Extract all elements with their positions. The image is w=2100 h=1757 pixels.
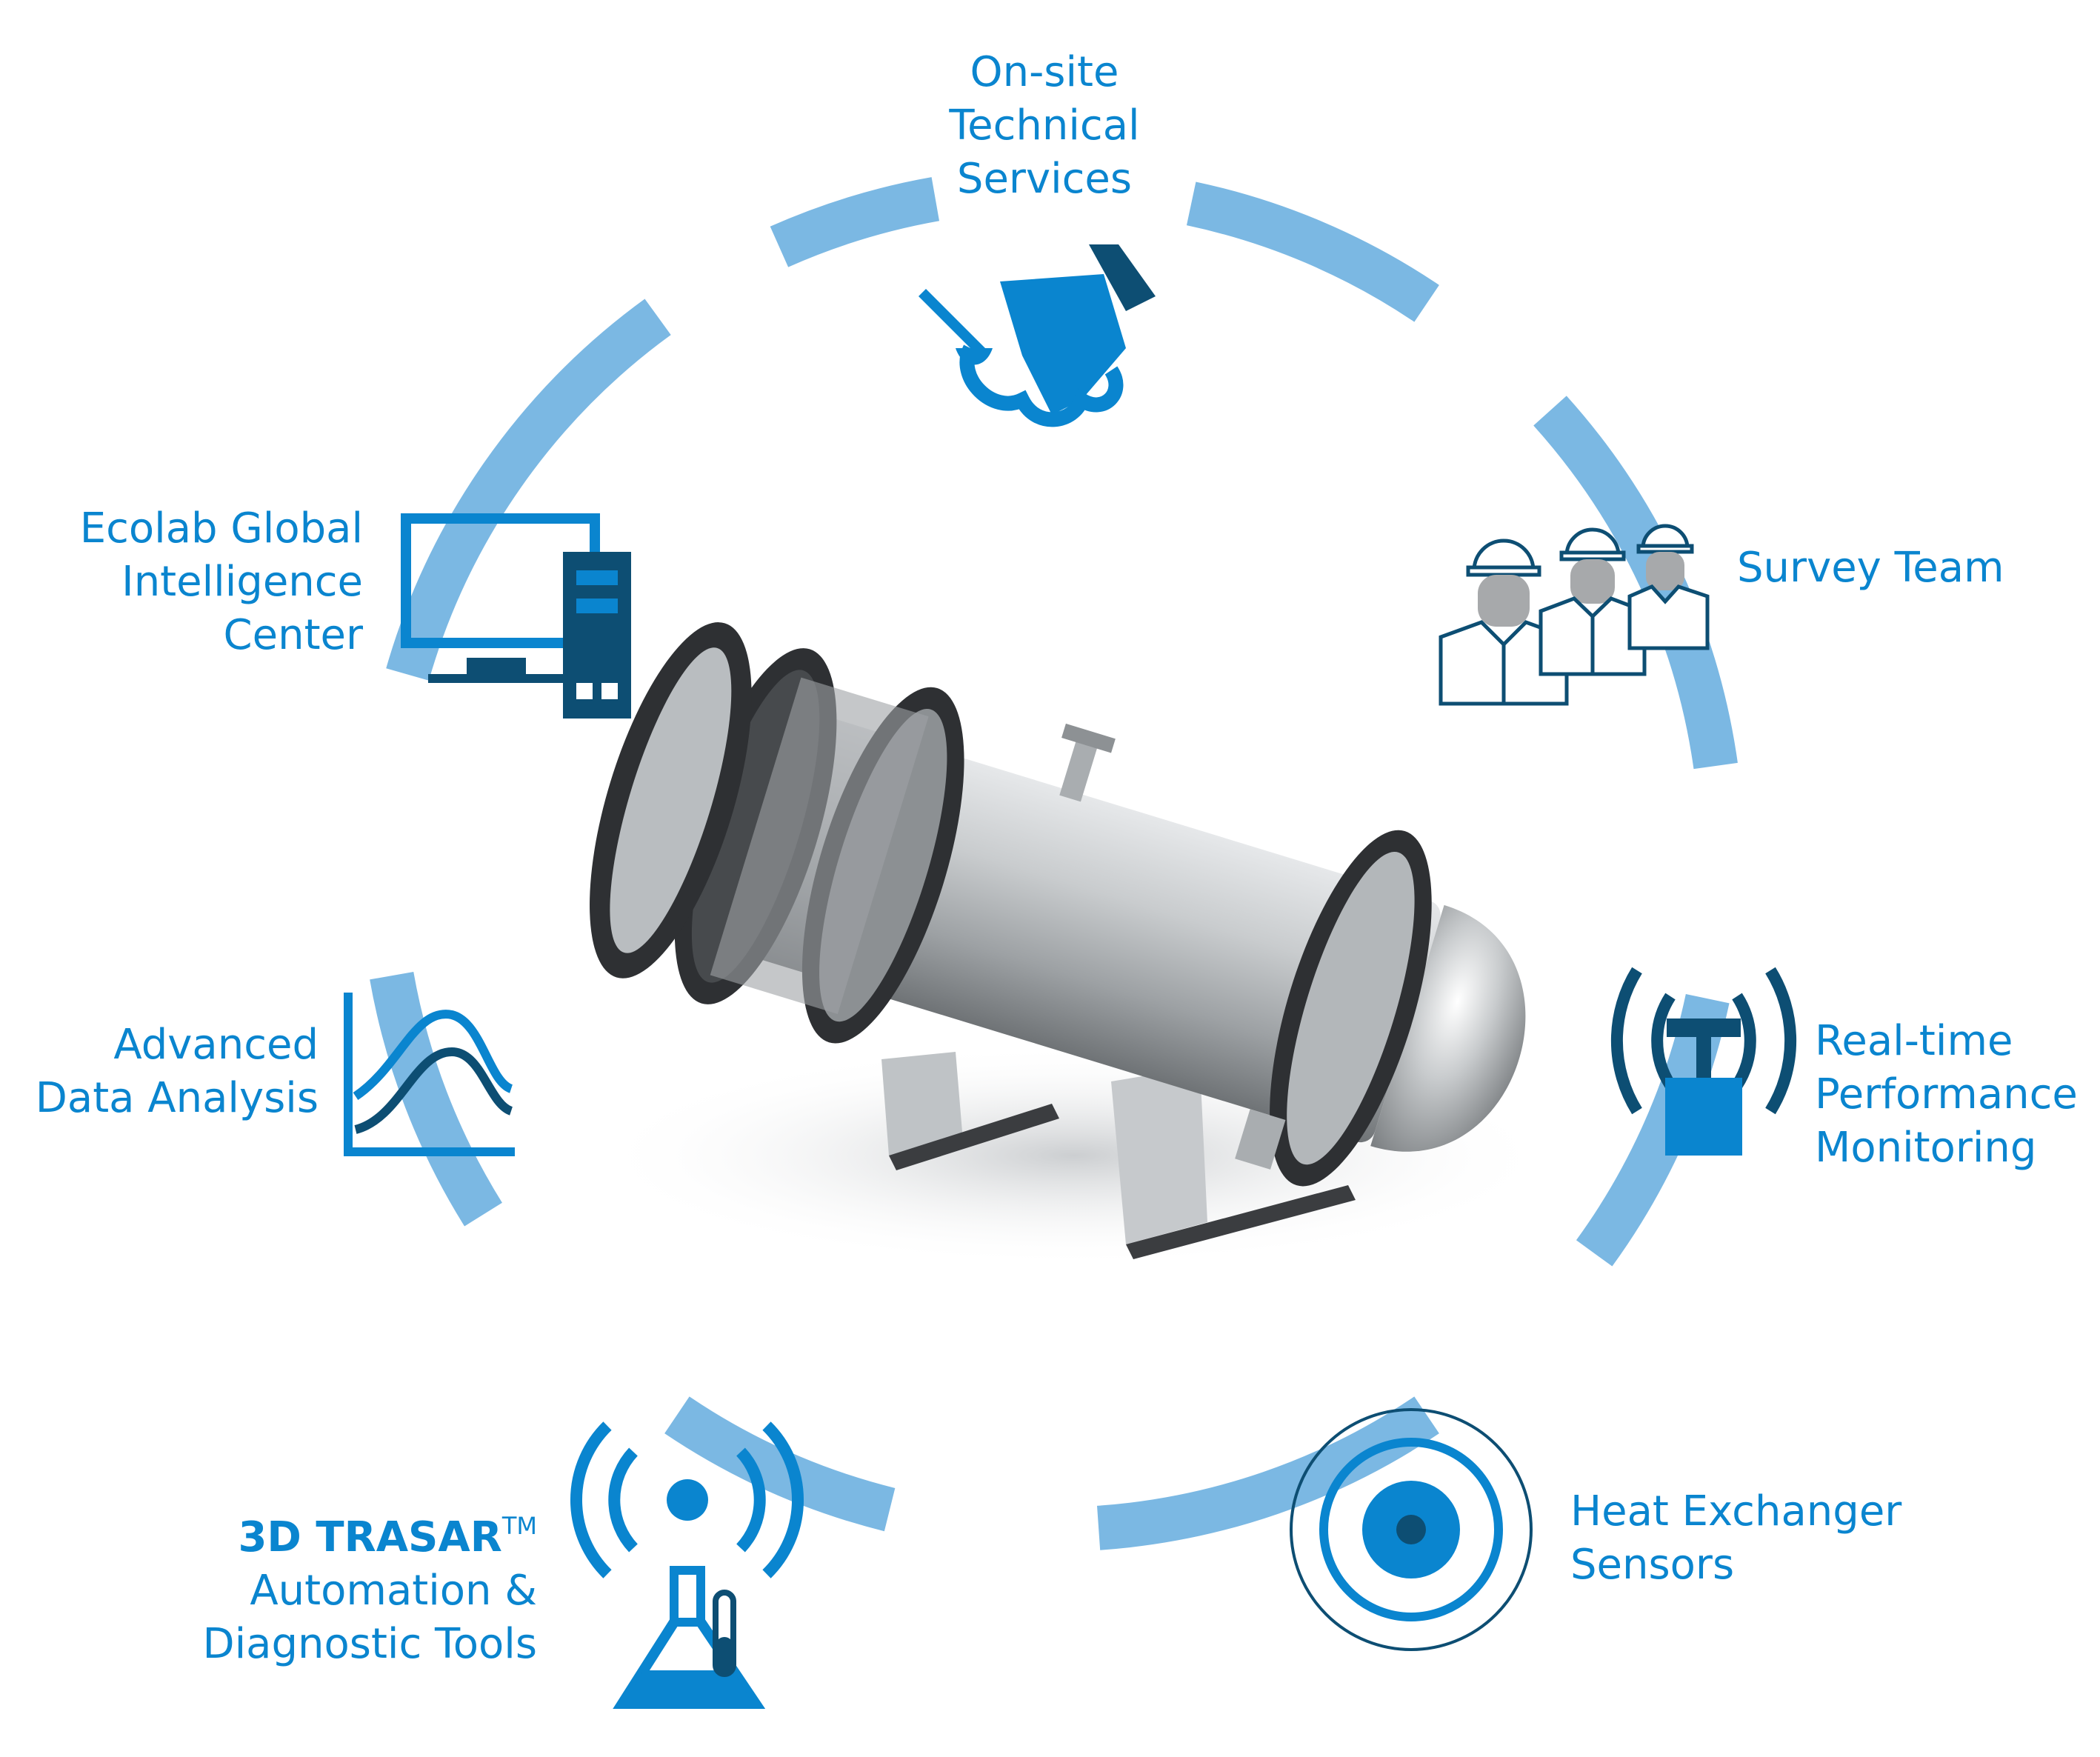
trasar-line-2: Diagnostic Tools — [202, 1620, 537, 1668]
realtime-line-1: Real-time — [1815, 1017, 2013, 1065]
intelligence-label: Ecolab Global Intelligence Center — [44, 502, 363, 662]
trasar-line-1: Automation & — [250, 1567, 537, 1615]
sensors-label: Heat Exchanger Sensors — [1570, 1485, 1985, 1592]
onsite-line-3: Services — [956, 155, 1133, 203]
lab-flask-signal-icon — [570, 1421, 804, 1709]
analysis-line-2: Data Analysis — [35, 1074, 319, 1122]
realtime-label: Real-time Performance Monitoring — [1815, 1015, 2096, 1175]
intelligence-line-2: Intelligence — [121, 558, 363, 606]
ring-segment-8 — [386, 299, 671, 681]
realtime-line-2: Performance — [1815, 1070, 2078, 1118]
ring-segment-1 — [770, 177, 940, 267]
trasar-label: 3D TRASARTM Automation & Diagnostic Tool… — [119, 1511, 537, 1671]
trasar-trademark: TM — [501, 1512, 537, 1540]
target-sensor-icon — [1290, 1408, 1533, 1651]
data-curve-chart-icon — [344, 993, 515, 1156]
trasar-brand-line: 3D TRASARTM — [119, 1511, 537, 1564]
ring-segment-7 — [370, 971, 502, 1227]
onsite-line-2: Technical — [949, 101, 1140, 150]
onsite-line-1: On-site — [970, 48, 1119, 96]
ring-segment-5 — [1097, 1396, 1439, 1550]
survey-team-icon — [1439, 524, 1710, 706]
ring-segment-2 — [1186, 181, 1439, 322]
trasar-brand: 3D TRASAR — [238, 1513, 502, 1561]
sensors-line-1: Heat Exchanger — [1570, 1487, 1902, 1536]
analysis-label: Advanced Data Analysis — [15, 1018, 319, 1125]
handshake-icon — [919, 244, 1156, 427]
heat-exchanger-vessel — [590, 622, 1556, 1267]
survey-line-1: Survey Team — [1737, 544, 2004, 592]
sensors-line-2: Sensors — [1570, 1541, 1735, 1589]
wireless-sensor-icon — [1610, 967, 1797, 1156]
ring-segment-6 — [664, 1396, 896, 1532]
analysis-line-1: Advanced — [113, 1021, 319, 1069]
intelligence-line-3: Center — [223, 611, 363, 659]
intelligence-line-1: Ecolab Global — [79, 504, 363, 553]
onsite-label: On-site Technical Services — [889, 46, 1200, 206]
survey-label: Survey Team — [1737, 541, 2085, 595]
computer-monitor-icon — [401, 513, 631, 719]
realtime-line-3: Monitoring — [1815, 1124, 2037, 1172]
